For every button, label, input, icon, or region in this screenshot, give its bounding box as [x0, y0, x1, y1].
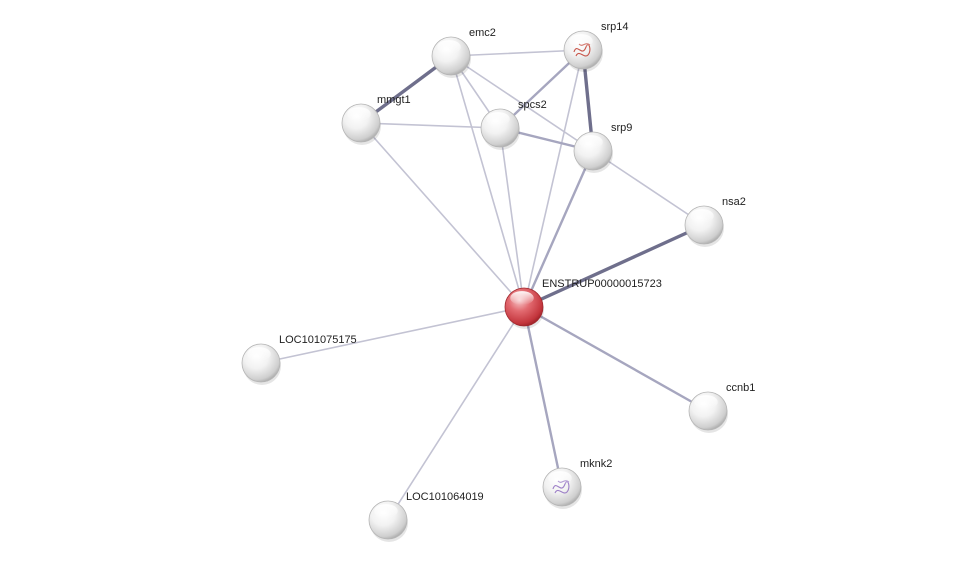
edge-query-loc019 [387, 306, 525, 521]
node-highlight [569, 34, 593, 48]
edge-nsa2-query [522, 223, 706, 309]
node-label: ccnb1 [726, 382, 755, 394]
edge-query-ccnb1 [522, 305, 710, 413]
node-highlight [374, 504, 398, 518]
node-highlight [510, 291, 534, 305]
node-highlight [690, 209, 714, 223]
edge-mmgt1-query [360, 122, 525, 308]
node-label: mmgt1 [377, 94, 411, 106]
node-label: LOC101064019 [406, 491, 484, 503]
node-label: LOC101075175 [279, 334, 357, 346]
node-label: mknk2 [580, 458, 612, 470]
node-highlight [486, 112, 510, 126]
node-label: spcs2 [518, 99, 547, 111]
edge-query-mknk2 [522, 305, 564, 489]
edge-spcs2-query [499, 127, 525, 308]
edge-emc2-query [450, 55, 525, 308]
node-mknk2[interactable]: mknk2 [542, 458, 612, 509]
node-highlight [694, 395, 718, 409]
edge-emc2-srp14 [450, 49, 584, 57]
node-label: ENSTRUP00000015723 [542, 278, 662, 290]
node-emc2[interactable]: emc2 [431, 27, 496, 78]
node-label: srp14 [601, 21, 629, 33]
node-loc175[interactable]: LOC101075175 [241, 334, 357, 385]
node-mmgt1[interactable]: mmgt1 [341, 94, 411, 145]
node-srp9[interactable]: srp9 [573, 122, 632, 173]
node-highlight [548, 471, 572, 485]
edge-srp9-nsa2 [592, 150, 705, 226]
node-spcs2[interactable]: spcs2 [480, 99, 547, 150]
node-query[interactable]: ENSTRUP00000015723 [504, 278, 662, 329]
node-nsa2[interactable]: nsa2 [684, 196, 746, 247]
node-label: emc2 [469, 27, 496, 39]
node-label: srp9 [611, 122, 632, 134]
node-loc019[interactable]: LOC101064019 [368, 491, 484, 542]
edge-query-loc175 [260, 306, 525, 364]
node-ccnb1[interactable]: ccnb1 [688, 382, 755, 433]
edge-mmgt1-spcs2 [360, 122, 501, 129]
node-srp14[interactable]: srp14 [563, 21, 629, 72]
node-highlight [347, 107, 371, 121]
edge-srp14-query [523, 49, 584, 308]
node-highlight [247, 347, 271, 361]
node-label: nsa2 [722, 196, 746, 208]
node-highlight [579, 135, 603, 149]
edge-emc2-srp9 [450, 55, 594, 152]
node-highlight [437, 40, 461, 54]
edge-srp9-query [522, 149, 595, 309]
